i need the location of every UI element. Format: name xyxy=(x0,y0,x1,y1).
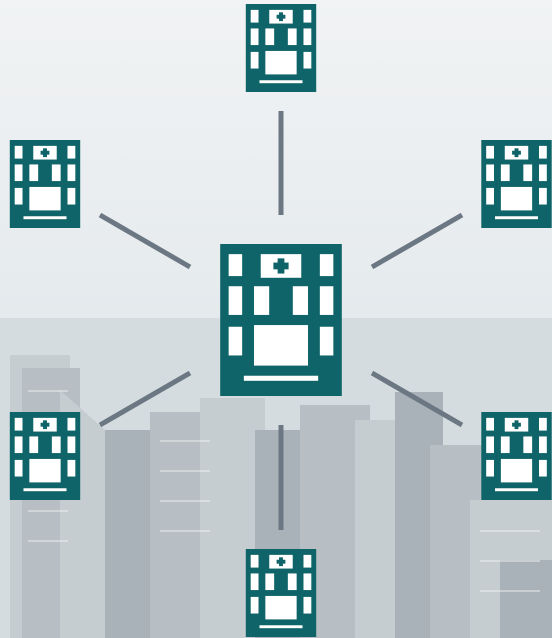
satellite-hospital-upper-right-icon xyxy=(481,140,551,228)
satellite-hospital-bottom-icon xyxy=(246,549,316,637)
satellite-hospital-lower-left-icon xyxy=(10,412,80,500)
satellite-hospital-top-icon xyxy=(246,4,316,92)
satellite-hospital-upper-left-icon xyxy=(10,140,80,228)
central-hospital-icon xyxy=(220,244,342,396)
satellite-hospital-lower-right-icon xyxy=(481,412,551,500)
